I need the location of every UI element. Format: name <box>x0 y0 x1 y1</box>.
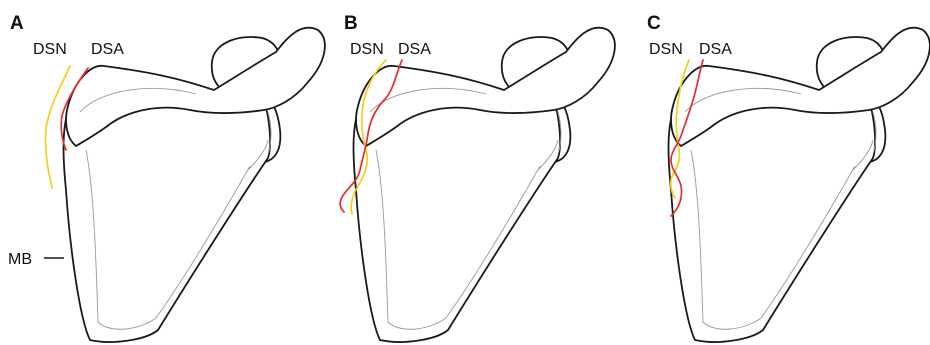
scapula-outline-c <box>669 28 930 342</box>
panel-letter-c: C <box>647 13 661 34</box>
artery-label-b: DSA <box>398 41 431 58</box>
panel-b: B DSN DSA <box>340 13 615 342</box>
panel-c: C DSN DSA <box>647 13 930 342</box>
panel-letter-a: A <box>10 13 24 34</box>
panel-letter-b: B <box>344 13 358 34</box>
nerve-label-b: DSN <box>350 41 384 58</box>
artery-label-c: DSA <box>699 41 732 58</box>
scapula-outline-a <box>64 28 325 342</box>
nerve-label-a: DSN <box>33 41 67 58</box>
artery-label-a: DSA <box>91 41 124 58</box>
scapula-outline-b <box>354 28 615 342</box>
panel-a: A DSN DSA MB <box>8 13 325 342</box>
mb-label: MB <box>8 251 32 268</box>
nerve-label-c: DSN <box>649 41 683 58</box>
